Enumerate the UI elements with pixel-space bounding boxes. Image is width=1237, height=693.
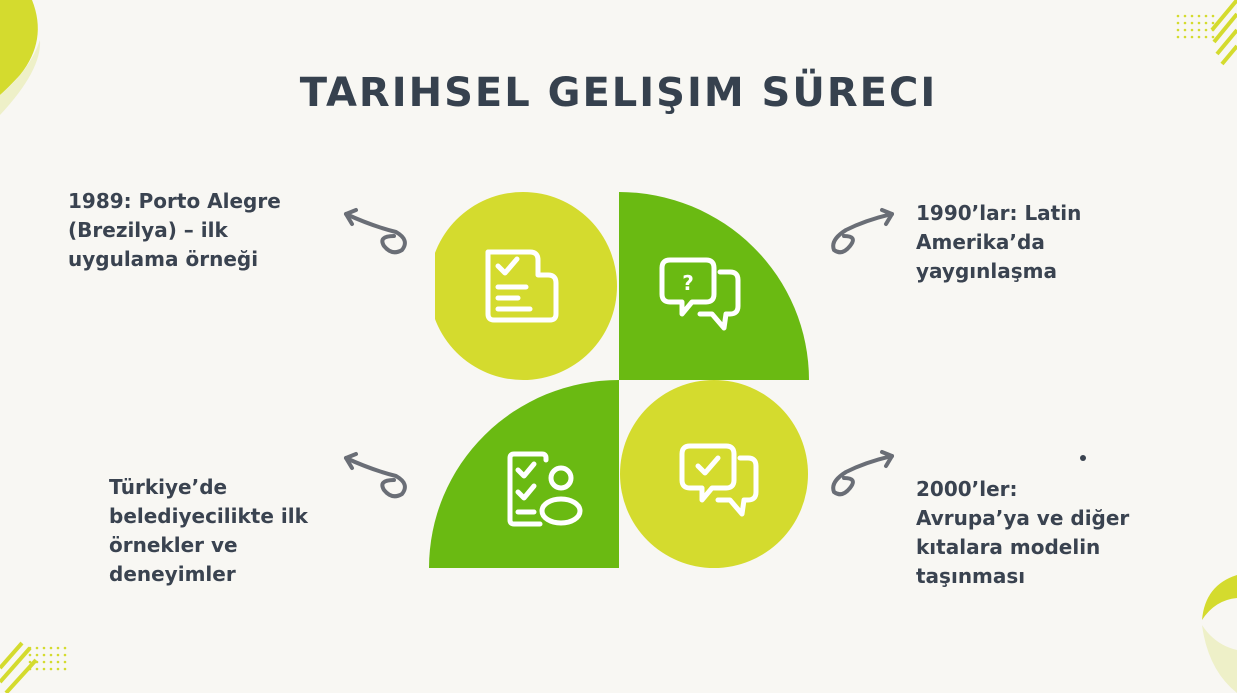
decor-dot bbox=[56, 660, 60, 664]
decor-dot bbox=[1190, 21, 1194, 25]
page-title: TARIHSEL GELIŞIM SÜRECI bbox=[299, 70, 938, 116]
decor-dot bbox=[63, 667, 67, 671]
corner-leaf-top-left-light bbox=[0, 40, 41, 115]
decor-dot bbox=[1183, 28, 1187, 32]
decor-dot bbox=[49, 667, 53, 671]
decor-dot bbox=[1183, 21, 1187, 25]
bullet-dot bbox=[1080, 455, 1086, 461]
decor-dot bbox=[56, 653, 60, 657]
decor-dot bbox=[42, 653, 46, 657]
dot-grid-top-right bbox=[1176, 14, 1215, 39]
decor-dot bbox=[42, 667, 46, 671]
decor-dot bbox=[1197, 35, 1201, 39]
corner-leaf-bottom-right bbox=[1202, 575, 1237, 620]
decor-dot bbox=[1204, 14, 1208, 18]
decor-dot bbox=[1183, 14, 1187, 18]
decor-dot bbox=[63, 653, 67, 657]
milestone-1989: 1989: Porto Alegre (Brezilya) – ilk uygu… bbox=[68, 189, 281, 271]
decor-dot bbox=[1190, 14, 1194, 18]
corner-leaf-bottom-right-light bbox=[1202, 625, 1237, 693]
check-chat-icon bbox=[679, 443, 759, 517]
decor-dot bbox=[1176, 14, 1180, 18]
decor-dot bbox=[1183, 35, 1187, 39]
decor-dot bbox=[49, 646, 53, 650]
decor-dot bbox=[28, 653, 32, 657]
decor-dot bbox=[49, 660, 53, 664]
decor-dot bbox=[1211, 21, 1215, 25]
decor-dot bbox=[1176, 28, 1180, 32]
decor-dot bbox=[56, 667, 60, 671]
arrow-left-bottom bbox=[344, 452, 407, 499]
arrow-right-top bbox=[831, 208, 894, 255]
corner-stripes-top-right bbox=[1210, 0, 1237, 66]
decor-dot bbox=[1176, 35, 1180, 39]
milestone-turkey: Türkiye’de belediyecilikte ilk örnekler … bbox=[109, 475, 308, 586]
decor-dot bbox=[42, 646, 46, 650]
decor-dot bbox=[42, 660, 46, 664]
arrow-right-bottom bbox=[831, 450, 894, 497]
circle-bottom-right bbox=[620, 380, 808, 568]
decor-dot bbox=[28, 667, 32, 671]
decor-dot bbox=[56, 646, 60, 650]
decor-dot bbox=[49, 653, 53, 657]
decor-dot bbox=[1176, 21, 1180, 25]
decor-dot bbox=[35, 653, 39, 657]
decor-dot bbox=[1204, 35, 1208, 39]
milestone-2000s: 2000’ler: Avrupa’ya ve diğer kıtalara mo… bbox=[916, 477, 1130, 588]
decor-dot bbox=[1190, 35, 1194, 39]
decor-dot bbox=[1197, 21, 1201, 25]
milestone-1990s: 1990’lar: Latin Amerika’da yaygınlaşma bbox=[916, 201, 1082, 283]
decor-dot bbox=[63, 660, 67, 664]
dot-grid-bottom-left bbox=[28, 646, 67, 671]
decor-dot bbox=[28, 646, 32, 650]
corner-stripes-bottom-left bbox=[0, 641, 38, 693]
decor-dot bbox=[63, 646, 67, 650]
decor-dot bbox=[1211, 35, 1215, 39]
decor-dot bbox=[35, 667, 39, 671]
question-mark-glyph: ? bbox=[682, 271, 694, 295]
question-chat-icon bbox=[659, 257, 741, 331]
corner-leaf-top-left bbox=[0, 0, 38, 95]
decor-dot bbox=[1204, 21, 1208, 25]
decor-dot bbox=[35, 660, 39, 664]
decor-dot bbox=[35, 646, 39, 650]
decor-dot bbox=[28, 660, 32, 664]
decor-dot bbox=[1211, 14, 1215, 18]
decor-dot bbox=[1190, 28, 1194, 32]
decor-dot bbox=[1211, 28, 1215, 32]
decor-dot bbox=[1197, 14, 1201, 18]
decor-dot bbox=[1197, 28, 1201, 32]
user-checklist-icon bbox=[507, 451, 583, 527]
decor-dot bbox=[1204, 28, 1208, 32]
document-check-icon bbox=[485, 249, 559, 323]
arrow-left-top bbox=[344, 208, 407, 255]
